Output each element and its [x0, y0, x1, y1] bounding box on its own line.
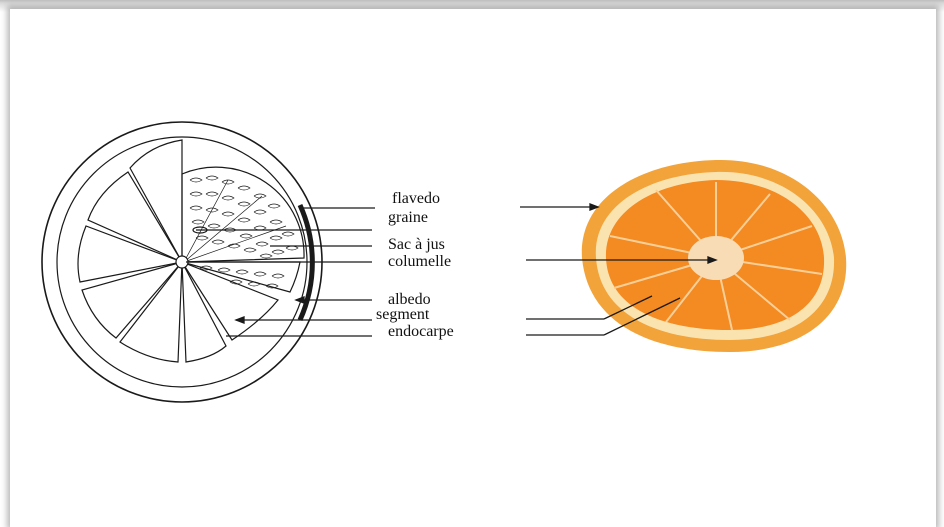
label-endocarpe: endocarpe — [388, 323, 454, 340]
juice-sacs-lower — [182, 262, 300, 292]
label-columelle: columelle — [388, 253, 451, 270]
labels: flavedo graine Sac à jus columelle albed… — [376, 190, 454, 340]
label-sac-a-jus: Sac à jus — [388, 236, 445, 253]
label-segment: segment — [376, 306, 430, 323]
orange-slice-photo — [582, 160, 846, 352]
leader-lines-left — [186, 208, 375, 336]
label-flavedo: flavedo — [392, 190, 440, 207]
orange-core — [688, 236, 744, 280]
label-graine: graine — [388, 209, 428, 226]
juice-sacs — [182, 167, 304, 262]
